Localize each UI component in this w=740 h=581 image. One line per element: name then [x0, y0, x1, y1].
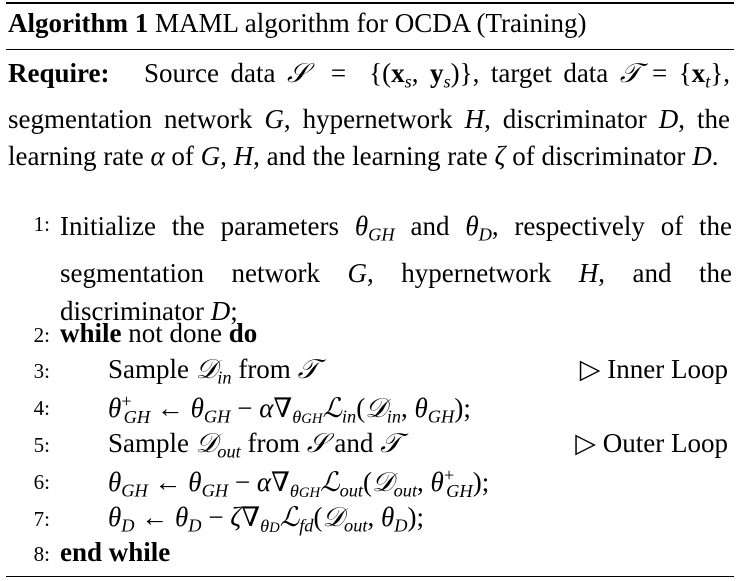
step-text: θD ← θD − ζ∇θDℒfd(𝒟out, θD);: [108, 502, 425, 536]
line-number: 2:: [33, 323, 50, 347]
algorithm-box: Algorithm 1 MAML algorithm for OCDA (Tra…: [6, 2, 734, 577]
step-text: end while: [60, 537, 171, 567]
step-text: θGH ← θGH − α∇θGHℒout(𝒟out, θ+GH);: [108, 465, 490, 501]
line-number: 1:: [33, 212, 50, 236]
bottom-rule: [6, 576, 734, 577]
step-text: Sample 𝒟in from 𝒯: [108, 354, 319, 388]
step-text: Initialize the parameters θGH and θD, re…: [60, 211, 732, 326]
line-number: 6:: [33, 470, 50, 494]
line-number: 4:: [33, 396, 50, 420]
line-number: 7:: [33, 507, 50, 531]
require-label: Require:: [8, 58, 110, 88]
caption-title: MAML algorithm for OCDA (Training): [154, 8, 587, 38]
line-number: 8:: [33, 542, 50, 566]
line-number: 5:: [33, 433, 50, 457]
step-text: Sample 𝒟out from 𝒮 and 𝒯: [108, 428, 401, 462]
step-text: while not done do: [60, 318, 258, 348]
require-block: Require: Source data 𝒮 = {(xs, ys)}, tar…: [8, 58, 731, 171]
caption-label: Algorithm 1: [8, 8, 149, 38]
step-text: θ+GH ← θGH − α∇θGHℒin(𝒟in, θGH);: [108, 391, 471, 427]
caption-rule: [6, 49, 734, 50]
comment-inner-loop: ▷ Inner Loop: [579, 354, 728, 384]
line-number: 3:: [33, 359, 50, 383]
top-rule: [6, 2, 734, 4]
comment-outer-loop: ▷ Outer Loop: [575, 428, 728, 458]
algorithm-caption: Algorithm 1 MAML algorithm for OCDA (Tra…: [8, 8, 586, 39]
